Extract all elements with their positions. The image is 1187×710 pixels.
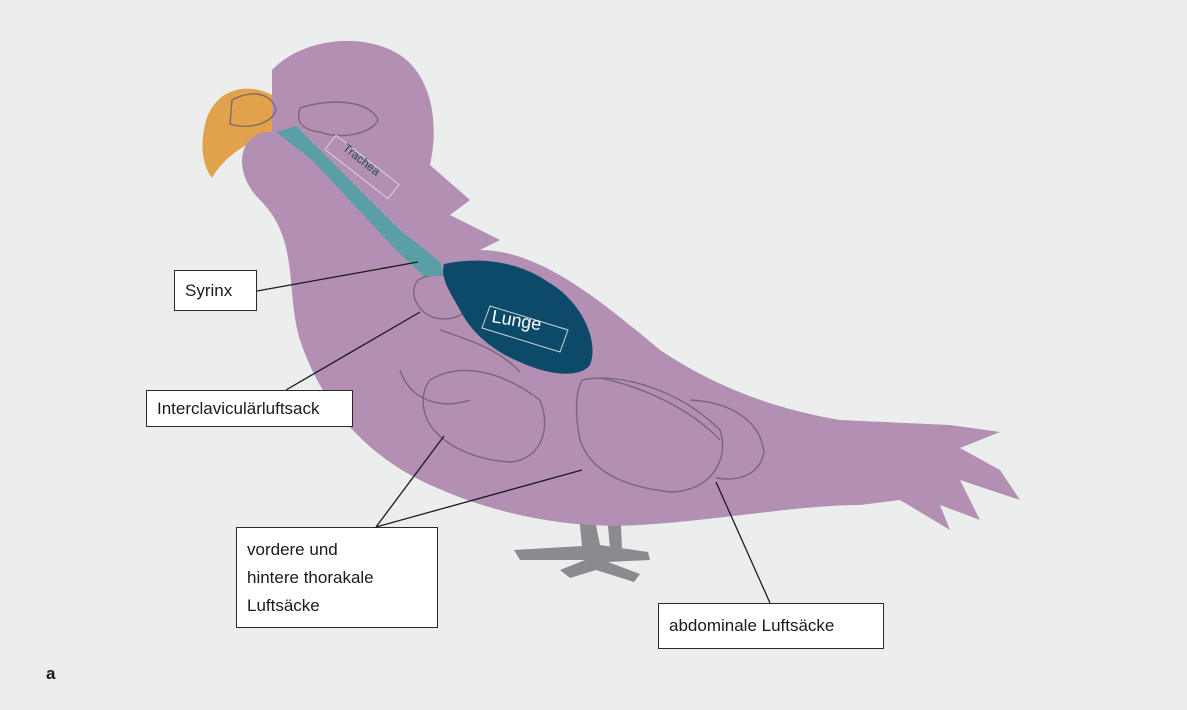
panel-letter: a xyxy=(46,664,55,684)
abdominal-airsacs-label: abdominale Luftsäcke xyxy=(658,603,884,649)
thoracic-line-2: hintere thorakale xyxy=(247,564,427,592)
thoracic-line-1: vordere und xyxy=(247,536,427,564)
syrinx-label: Syrinx xyxy=(174,270,257,311)
thoracic-line-3: Luftsäcke xyxy=(247,592,427,620)
bird-body xyxy=(242,41,1020,530)
interclavicular-airsac-label: Interclaviculärluftsack xyxy=(146,390,353,427)
thoracic-airsacs-label: vordere und hintere thorakale Luftsäcke xyxy=(236,527,438,628)
